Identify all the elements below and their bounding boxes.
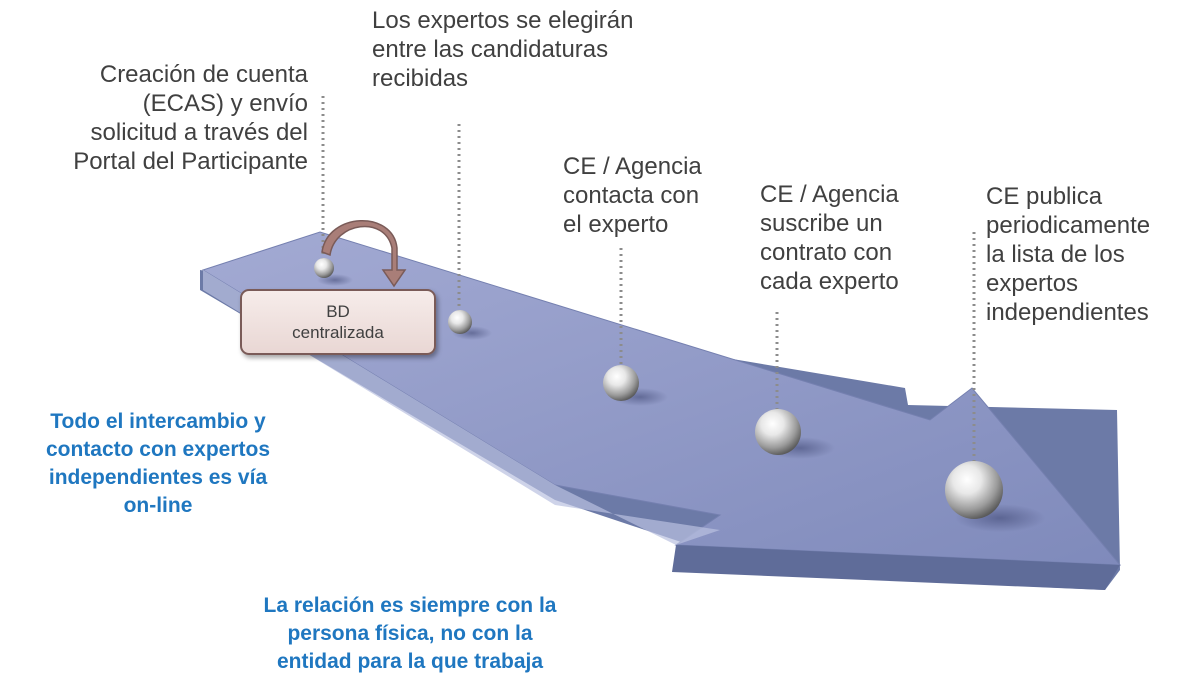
centralized-database-box: BD centralizada (240, 289, 436, 355)
step-sphere-2 (448, 310, 472, 334)
step-label-3: CE / Agencia contacta con el experto (563, 153, 702, 238)
relationship-note: La relación es siempre con la persona fí… (263, 594, 557, 673)
step-label-5: CE publica periodicamente la lista de lo… (986, 183, 1151, 326)
arrow-tip-side (672, 545, 1120, 590)
database-label-line1: BD (326, 302, 350, 321)
step-sphere-4 (755, 409, 801, 455)
database-label-line2: centralizada (292, 323, 384, 342)
curved-arrow (321, 220, 407, 288)
step-sphere-1 (314, 258, 334, 278)
step-label-2: Los expertos se elegirán entre las candi… (372, 7, 634, 92)
step-label-4: CE / Agencia suscribe un contrato con ca… (760, 181, 899, 295)
step-sphere-5 (945, 461, 1003, 519)
step-label-1: Creación de cuenta (ECAS) y envío solici… (73, 61, 308, 175)
online-note: Todo el intercambio y contacto con exper… (45, 410, 271, 517)
step-sphere-3 (603, 365, 639, 401)
